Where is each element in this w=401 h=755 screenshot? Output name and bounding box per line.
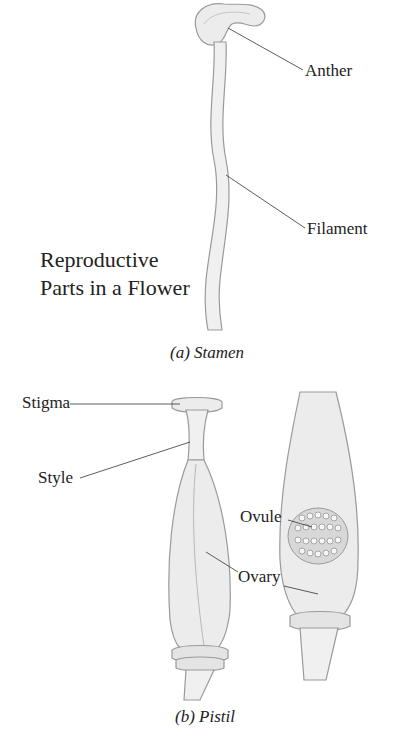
anther-shape: [195, 4, 265, 45]
stalk: [300, 628, 338, 680]
part-label: Anther: [305, 62, 352, 81]
filament-shape: [205, 42, 229, 330]
figure-caption: (a) Stamen: [170, 344, 244, 363]
part-label: Stigma: [22, 394, 70, 413]
part-label: Ovary: [238, 568, 280, 587]
leader-line: [226, 175, 305, 228]
leader-line: [206, 552, 238, 572]
ovary-seam: [194, 464, 204, 646]
ovules: [295, 512, 341, 557]
diagram-title: Reproductive Parts in a Flower: [40, 246, 200, 301]
ovary-shape: [169, 460, 230, 648]
leader-line: [288, 520, 312, 527]
style-shape: [186, 410, 208, 460]
leader-line: [80, 442, 190, 478]
ovary-cavity: [288, 508, 348, 564]
part-label: Filament: [307, 220, 367, 239]
leader-line: [284, 586, 318, 594]
leader-line: [228, 28, 303, 70]
figure-caption: (b) Pistil: [175, 708, 235, 727]
stalk: [184, 670, 214, 700]
part-label: Style: [38, 469, 73, 488]
ovary-section: [280, 392, 358, 614]
anther-detail: [204, 12, 250, 24]
leader-line: [70, 404, 180, 405]
base-band: [176, 657, 224, 671]
part-label: Ovule: [240, 508, 282, 527]
